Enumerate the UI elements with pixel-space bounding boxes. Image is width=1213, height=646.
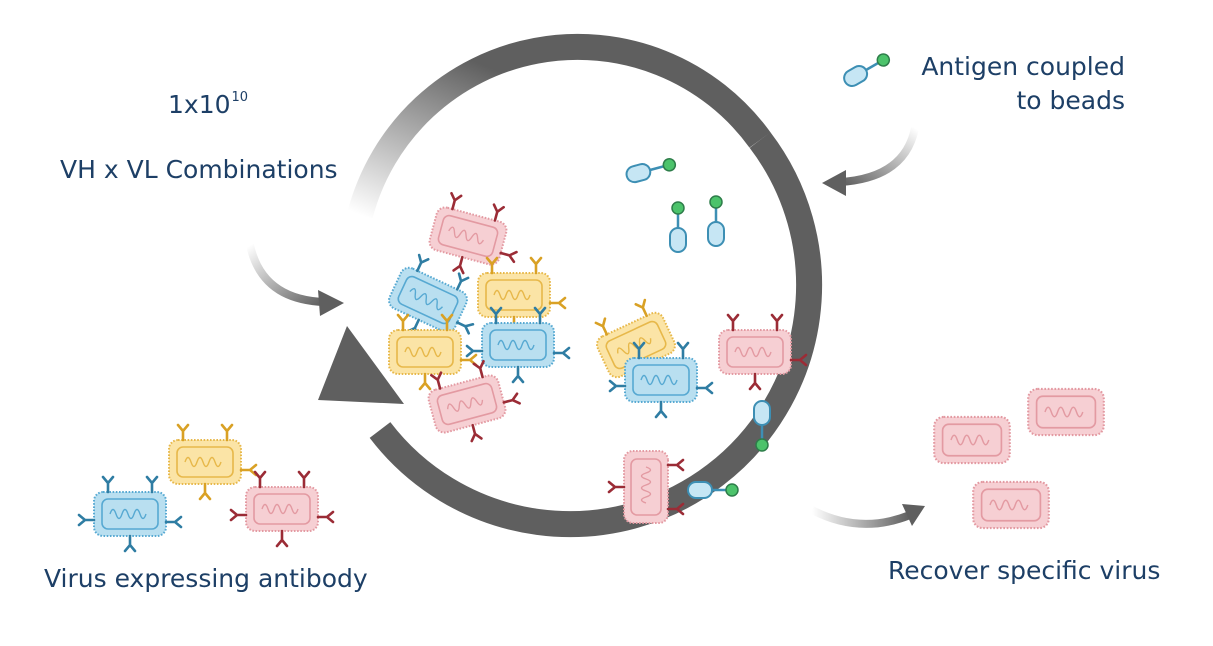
antigen-bead-icon (707, 195, 725, 247)
virus-particle-icon (933, 415, 1011, 465)
antigen-bead-icon (687, 481, 739, 499)
antigen-bead-icon (669, 201, 687, 253)
virus-particle-icon (168, 423, 258, 501)
antigen-beads (625, 53, 891, 499)
virus-particle-icon (77, 475, 183, 553)
virus-particle-icon (229, 470, 335, 548)
antigen-arrow-icon (822, 127, 919, 196)
virus-expressing-label: Virus expressing antibody (44, 564, 368, 593)
antigen-bead-icon (843, 53, 891, 87)
cycle-arrow-icon (318, 33, 822, 537)
virus-particle-icon (465, 306, 571, 384)
library-description: VH x VL Combinations (60, 155, 338, 184)
virus-cluster (77, 191, 1105, 553)
antigen-bead-icon (625, 158, 677, 184)
library-arrow-icon (246, 244, 344, 316)
recover-arrow-icon (810, 504, 925, 528)
recover-label: Recover specific virus (888, 556, 1161, 585)
antigen-label: Antigen coupled to beads (921, 52, 1125, 115)
library-count: 1x1010 (168, 90, 249, 119)
virus-particle-icon (477, 256, 567, 334)
antigen-bead-icon (753, 400, 771, 452)
virus-particle-icon (426, 191, 518, 275)
virus-particle-icon (972, 480, 1050, 530)
virus-particle-icon (1027, 387, 1105, 437)
